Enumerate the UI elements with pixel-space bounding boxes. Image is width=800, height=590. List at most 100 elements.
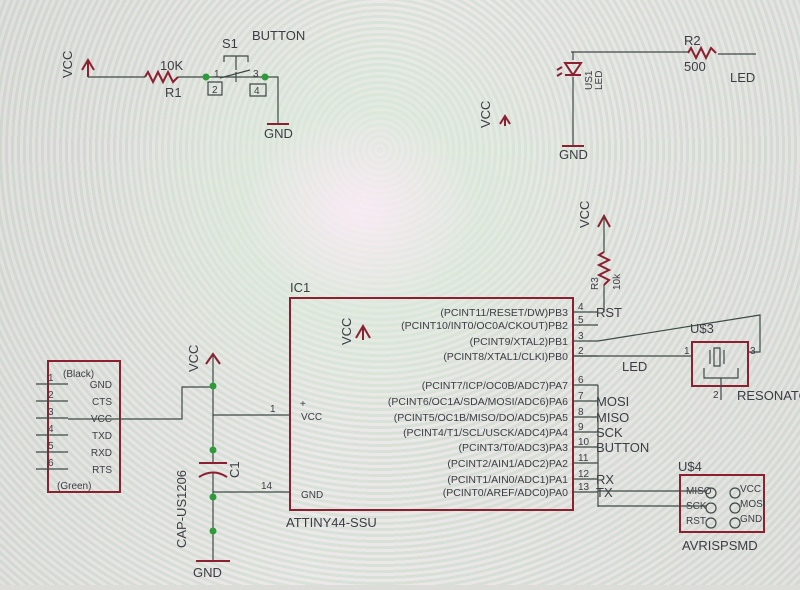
pin-number: 2	[48, 390, 54, 401]
ic1-pin-label: (PCINT3/T0/ADC3)PA3	[459, 442, 569, 454]
vcc-label: VCC	[186, 345, 201, 372]
pin-number: 5	[578, 315, 584, 326]
r2-name: R2	[684, 33, 701, 48]
s1-pin-1: 1	[214, 69, 220, 80]
isp-value: AVRISPSMD	[682, 538, 758, 553]
pin-number: 4	[48, 424, 54, 435]
isp-pad[interactable]	[729, 502, 741, 514]
net-label: MISO	[596, 410, 629, 425]
isp-pad[interactable]	[729, 517, 741, 529]
junction-dot	[209, 527, 217, 535]
ftdi-pin-name: GND	[90, 380, 112, 391]
pin-number: 1	[48, 373, 54, 384]
net-label: BUTTON	[596, 440, 649, 455]
net-label: RX	[596, 472, 614, 487]
isp-pin-name: GND	[740, 514, 762, 525]
led-net-label: LED	[622, 359, 647, 374]
ftdi-pin-name: RXD	[91, 448, 112, 459]
ic1-pin-label: (PCINT7/ICP/OC0B/ADC7)PA7	[422, 380, 568, 392]
ftdi-pin-name: TXD	[92, 431, 112, 442]
isp-pin-name: MOSI	[740, 499, 766, 510]
ic1-pin-label: (PCINT0/AREF/ADC0)PA0	[443, 487, 568, 499]
ic1-gnd-pin: GND	[301, 490, 323, 501]
s1-pin-2: 2	[212, 85, 218, 96]
pin-number: 3	[578, 331, 584, 342]
led-net-label: LED	[730, 70, 755, 85]
vcc-arrow-icon	[499, 114, 511, 126]
pin-number: 6	[48, 458, 54, 469]
ic1-pin-label: (PCINT8/XTAL1/CLKI)PB0	[443, 351, 568, 363]
ic1-pin-label: (PCINT5/OC1B/MISO/DO/ADC5)PA5	[394, 412, 568, 424]
pin-number: 3	[48, 407, 54, 418]
net-label: RST	[596, 305, 622, 320]
pin-number: 2	[713, 390, 719, 401]
r3-name: R3	[590, 277, 601, 290]
ic1-pin-label: (PCINT10/INT0/OC0A/CKOUT)PB2	[401, 320, 568, 332]
floating-vcc: VCC	[478, 101, 511, 128]
s1-pin-3: 3	[253, 69, 259, 80]
junction-dot	[261, 73, 269, 81]
resistor-r3-icon[interactable]	[596, 251, 612, 286]
gnd-label: GND	[193, 565, 222, 580]
ic1-body[interactable]	[289, 297, 574, 511]
isp-pin-name: SCK	[686, 501, 707, 512]
pin-number: 8	[578, 407, 584, 418]
ic1-part: ATTINY44-SSU	[286, 515, 377, 530]
resonator-body	[691, 341, 749, 387]
resistor-r2-icon[interactable]	[687, 45, 717, 61]
isp-pad[interactable]	[705, 487, 717, 499]
vcc-label: VCC	[478, 101, 493, 128]
led-circuit: R2 500 LED US1 LED GND	[556, 33, 756, 162]
r1-value: 10K	[160, 58, 183, 73]
r3-circuit: VCC R3 10k	[577, 201, 623, 312]
r1-name: R1	[165, 85, 182, 100]
vcc-arrow-icon	[355, 324, 371, 340]
pin-number: 3	[750, 346, 756, 357]
isp-name: U$4	[678, 459, 702, 474]
vcc-arrow-icon	[81, 58, 95, 77]
plus-sign: +	[300, 399, 306, 410]
net-label: TX	[596, 485, 613, 500]
ftdi-pin-name: RTS	[92, 465, 112, 476]
resonator-value: RESONATOR	[737, 388, 800, 403]
junction-dot	[209, 493, 217, 501]
junction-dot	[202, 73, 210, 81]
pin-number: 1	[684, 346, 690, 357]
net-label: SCK	[596, 425, 623, 440]
net-label: MOSI	[596, 394, 629, 409]
led-icon[interactable]	[556, 62, 583, 77]
pin-number: 9	[578, 422, 584, 433]
resonator-name: U$3	[690, 321, 714, 336]
ic1-pin-label: (PCINT11/RESET/DW)PB3	[440, 307, 568, 319]
pin-number: 10	[578, 437, 590, 448]
pin-number: 4	[578, 302, 584, 313]
ic1-pin-label: (PCINT1/AIN0/ADC1)PA1	[447, 474, 568, 486]
pin-number: 2	[578, 346, 584, 357]
ic1[interactable]: IC1 ATTINY44-SSU VCC + VCC GND 1 14 (PCI…	[213, 280, 761, 530]
switch-s1-icon[interactable]	[207, 55, 267, 97]
pin-number: 13	[578, 482, 590, 493]
gnd-label: GND	[559, 147, 588, 162]
pin-number: 7	[578, 391, 584, 402]
isp-pad[interactable]	[705, 502, 717, 514]
capacitor-c1-icon[interactable]	[198, 462, 228, 478]
pin-number: 14	[261, 481, 273, 492]
ic1-pin-label: (PCINT2/AIN1/ADC2)PA2	[447, 458, 568, 470]
led-value: LED	[594, 71, 605, 90]
gnd-label: GND	[264, 126, 293, 141]
resistor-r1-icon[interactable]	[144, 69, 179, 85]
isp-pad[interactable]	[705, 517, 717, 529]
s1-pin-4: 4	[254, 86, 260, 97]
power-decoupling: VCC C1 CAP-US1206 GND	[174, 345, 242, 580]
ftdi-body	[47, 360, 121, 493]
resonator-u3[interactable]: U$3 1 3 2 RESONATOR	[684, 321, 800, 403]
vcc-label: VCC	[60, 51, 75, 78]
ic1-pin-label: (PCINT9/XTAL2)PB1	[470, 336, 569, 348]
isp-pad[interactable]	[729, 487, 741, 499]
junction-dot	[209, 382, 217, 390]
ftdi-pin-name: CTS	[92, 397, 112, 408]
